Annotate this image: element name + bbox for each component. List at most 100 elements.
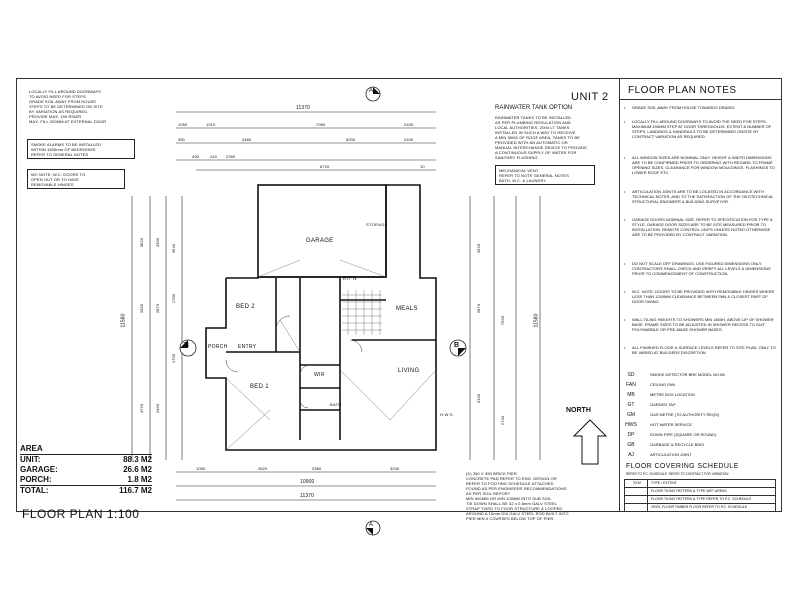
- room-garage: GARAGE: [306, 238, 334, 244]
- rainwater-title: RAINWATER TANK OPTION: [495, 105, 573, 111]
- dim-left: 3350: [139, 303, 145, 314]
- note-item: •GRADE SOIL AWAY FROM HOUSE TOWARDS DRAI…: [624, 105, 736, 110]
- dim-left: 3620: [139, 237, 145, 248]
- dim-top: 1910: [206, 122, 216, 127]
- dim-left: 1780: [171, 293, 177, 304]
- hatch-pattern-icon: [627, 488, 648, 495]
- dim-right: 3520: [476, 243, 482, 254]
- notes-title: FLOOR PLAN NOTES: [628, 85, 737, 96]
- divider: [620, 99, 782, 100]
- bullet-icon: •: [624, 217, 626, 222]
- note-line: A CONTINUOUS SUPPLY OF WATER FOR: [495, 150, 577, 155]
- table-row: FLOOR TILING PATTERN & TYPE WET AREAS: [625, 488, 775, 496]
- section-marker-a-bottom: [365, 520, 381, 536]
- table-row: VINYL FLOOR TIMBER FLOOR REFER TO P.C. S…: [625, 504, 775, 511]
- wc-door-note: WC NOTE: W.C. DOORS TO OPEN OUT OR TO HA…: [27, 169, 125, 189]
- note-line: TO AVOID NEED FOR STEPS.: [29, 94, 88, 99]
- note-line: GRADE SOIL AWAY FROM HOUSE: [29, 99, 97, 104]
- section-label: A: [369, 88, 374, 94]
- dim-top: 1050: [178, 122, 188, 127]
- bullet-icon: •: [624, 155, 626, 160]
- dim-top: 7060: [316, 122, 326, 127]
- articulation-joint-icon: AJ: [628, 452, 634, 458]
- dim-top: 5030: [346, 137, 356, 142]
- hatch-pattern-icon: [627, 504, 648, 511]
- drawing-sheet: LOCALLY FILL AROUND DOORWAYS TO AVOID NE…: [16, 78, 782, 512]
- note-item: •GARAGE DOORS NOMINAL SIZE. REFER TO SPE…: [624, 217, 773, 237]
- note-item: •ARTICULATION JOINTS ARE TO BE LOCATED I…: [624, 189, 774, 204]
- dim-left-overall: 11580: [120, 313, 127, 328]
- area-row: PORCH:1.8 M2: [20, 475, 152, 484]
- note-line: AS PER PLUMBING REGULATION AND: [495, 120, 571, 125]
- note-line: STRAP TIXED TO FOOR STRUCTURE & LOOPED: [466, 506, 563, 511]
- dim-right-overall: 11580: [533, 313, 540, 328]
- section-marker-b-right: [449, 339, 467, 357]
- pier-note: (X) 350 X 350 BRICK PIER CONCRETE PAD RE…: [466, 471, 606, 521]
- plan-title: FLOOR PLAN 1:100: [22, 507, 140, 521]
- note-item: •ALL WINDOW SIZES ARE NOMINAL ONLY. HEIG…: [624, 155, 775, 175]
- note-line: REFER TO FOOTING SCHEDULE ATTACHED: [466, 481, 554, 486]
- dim-right: 2740: [500, 415, 506, 426]
- tile-hatch: [342, 290, 382, 335]
- mechanical-vent-note: MECHANICAL VENT REFER TO NOTE GENERAL NO…: [495, 165, 595, 185]
- ceiling-fan-icon: FAN: [626, 382, 636, 388]
- floor-plan-notes-panel: FLOOR PLAN NOTES •GRADE SOIL AWAY FROM H…: [619, 79, 782, 512]
- unit-title: UNIT 2: [571, 91, 609, 103]
- dim-top: 10: [420, 164, 425, 169]
- note-line: BATH, W.C. & LAUNDRY: [499, 178, 547, 183]
- dim-right: 7590: [500, 315, 506, 326]
- dim-left: 3490: [155, 403, 161, 414]
- room-wir: WIR: [314, 372, 325, 378]
- dim-right: 2870: [476, 303, 482, 314]
- room-bed2: BED 2: [236, 304, 255, 310]
- bullet-icon: •: [624, 317, 626, 322]
- note-line: WITHIN 1500mm OF BEDROOMS: [31, 147, 96, 152]
- note-line: PROVIDED WITH AN AUTOMATIC OR: [495, 140, 568, 145]
- bins-icon: GB: [627, 442, 635, 448]
- area-row: GARAGE:26.6 M2: [20, 465, 152, 474]
- bullet-icon: •: [624, 119, 626, 124]
- note-line: AROUND A 10mm DIA GALV STEEL ROD BUILT I…: [466, 511, 569, 516]
- dim-top: 2390: [226, 154, 236, 159]
- note-line: CONCRETE PAD REFER TO ENG. DESIGN OR: [466, 476, 557, 481]
- note-line: OPEN OUT OR TO HAVE: [31, 177, 80, 182]
- rainwater-text: RAINWATER TANKS TO BE INSTALLED AS PER P…: [495, 115, 619, 160]
- section-label: B: [454, 342, 460, 349]
- smoke-alarm-note: SMOKE ALARMS TO BE INSTALLED WITHIN 1500…: [27, 139, 135, 159]
- note-line: MECHANICAL VENT: [499, 168, 539, 173]
- bullet-icon: •: [624, 345, 626, 350]
- note-line: MIN 500MM OR MIN 100MM INTO SUB SOIL: [466, 496, 552, 501]
- metre-box-icon: MB: [627, 392, 635, 398]
- note-line: TIE DOWN SHALL BE 32 x 0.8mm GALV STEEL: [466, 501, 558, 506]
- north-arrow-icon: [572, 419, 608, 465]
- note-line: WC NOTE: W.C. DOORS TO: [31, 172, 86, 177]
- note-line: MAX. FILL 200MM AT EXTERNAL DOOR: [29, 119, 107, 124]
- area-heading: AREA: [20, 444, 152, 455]
- area-row: UNIT:88.3 M2: [20, 455, 152, 464]
- bullet-icon: •: [624, 289, 626, 294]
- dim-left: 3540: [171, 243, 177, 254]
- note-item: •ALL FINISHED FLOOR & SURFACE LEVELS REF…: [624, 345, 776, 355]
- note-line: SMOKE ALARMS TO BE INSTALLED: [31, 142, 102, 147]
- note-line: REFER TO NOTE GENERAL NOTES: [499, 173, 569, 178]
- note-line: AS PER SOIL REPORT: [466, 491, 511, 496]
- dim-top: 490: [192, 154, 199, 159]
- down-pipe-icon: DP: [627, 432, 635, 438]
- covering-title: FLOOR COVERING SCHEDULE: [626, 463, 739, 470]
- note-line: STEPS TO BE DETERMINED ON SITE: [29, 104, 103, 109]
- dim-bottom: 1050: [196, 466, 206, 471]
- dim-bottom: 3380: [312, 466, 322, 471]
- note-item: •W.C. NOTE: DOORS TO BE PROVIDED WITH RE…: [624, 289, 775, 304]
- note-line: LOCAL AUTHORITIES. 2000 LT TANKS: [495, 125, 570, 130]
- note-item: •WALL TILING HEIGHTS TO SHOWERS MIN 1800…: [624, 317, 774, 332]
- note-item: •LOCALLY FILL AROUND DOORWAYS TO AVOID T…: [624, 119, 772, 139]
- note-line: PIER MIN 4 COURSES BELOW TOP OF PIER.: [466, 516, 555, 521]
- north-label: NORTH: [566, 407, 591, 414]
- room-storage: STORAGE: [366, 222, 388, 227]
